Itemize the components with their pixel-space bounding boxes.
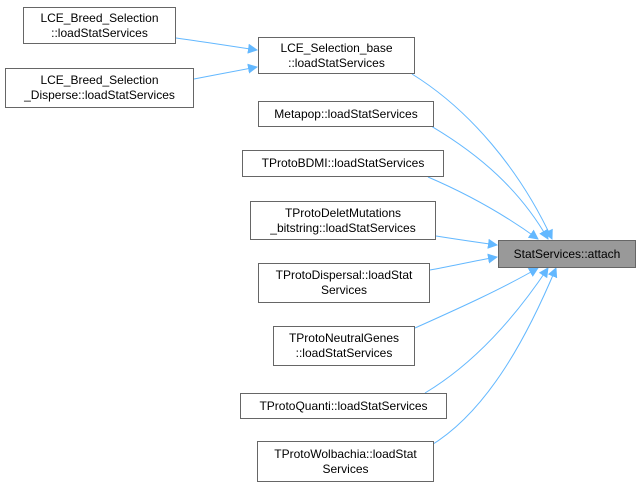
node-lce-selection-base[interactable]: LCE_Selection_base ::loadStatServices xyxy=(258,37,415,74)
edge-metapop-to-attach xyxy=(430,125,549,240)
edge-breed-selection-disperse-to-selection-base xyxy=(193,63,258,80)
node-tproto-dispersal[interactable]: TProtoDispersal::loadStat Services xyxy=(258,263,430,303)
node-label-line-1: LCE_Selection_base xyxy=(280,40,393,55)
node-metapop[interactable]: Metapop::loadStatServices xyxy=(258,101,434,127)
node-label-line-1: TProtoBDMI::loadStatServices xyxy=(261,156,425,170)
edges xyxy=(175,37,558,447)
node-label-line-1: Metapop::loadStatServices xyxy=(274,106,418,121)
node-label-line-2: ::loadStatServices xyxy=(288,55,385,70)
node-tproto-neutral-genes[interactable]: TProtoNeutralGenes ::loadStatServices xyxy=(273,326,415,366)
edge-dispersal-to-attach xyxy=(429,253,498,271)
node-label-line-2: _bitstring::loadStatServices xyxy=(270,220,416,235)
node-label-line-1: LCE_Breed_Selection xyxy=(40,73,159,87)
node-label-line-1: LCE_Breed_Selection xyxy=(40,10,159,25)
node-tproto-quanti[interactable]: TProtoQuanti::loadStatServices xyxy=(240,393,447,419)
node-lce-breed-selection-disperse[interactable]: LCE_Breed_Selection _Disperse::loadStatS… xyxy=(5,68,194,108)
node-label-line-1: TProtoDispersal::loadStat xyxy=(275,268,413,282)
node-tproto-bdmi[interactable]: TProtoBDMI::loadStatServices xyxy=(242,150,444,177)
edge-bdmi-to-attach xyxy=(427,176,539,240)
node-lce-breed-selection[interactable]: LCE_Breed_Selection ::loadStatServices xyxy=(23,7,176,44)
edge-wolbachia-to-attach xyxy=(429,267,558,447)
node-tproto-delet-mutations[interactable]: TProtoDeletMutations _bitstring::loadSta… xyxy=(250,201,436,240)
node-label-line-2: ::loadStatServices xyxy=(295,346,393,360)
edge-quanti-to-attach xyxy=(424,267,549,394)
edge-neutral-to-attach xyxy=(414,267,539,329)
node-label-line-2: _Disperse::loadStatServices xyxy=(24,88,175,102)
node-label-line-1: TProtoNeutralGenes xyxy=(288,331,400,345)
edge-breed-selection-to-selection-base xyxy=(175,37,258,54)
node-statservices-attach[interactable]: StatServices::attach xyxy=(498,240,636,268)
node-label-line-2: Services xyxy=(320,283,367,297)
node-label-line-1: TProtoQuanti::loadStatServices xyxy=(259,398,428,413)
edge-delet-to-attach xyxy=(435,235,498,249)
edge-selection-base-to-attach xyxy=(411,73,553,240)
node-label-line-2: ::loadStatServices xyxy=(51,25,148,40)
node-label-line-1: TProtoDeletMutations xyxy=(284,205,402,220)
node-label-line-1: StatServices::attach xyxy=(513,246,621,261)
node-label-line-2: Services xyxy=(322,461,369,476)
node-label-line-1: TProtoWolbachia::loadStat xyxy=(274,446,417,461)
node-tproto-wolbachia[interactable]: TProtoWolbachia::loadStat Services xyxy=(257,441,434,482)
